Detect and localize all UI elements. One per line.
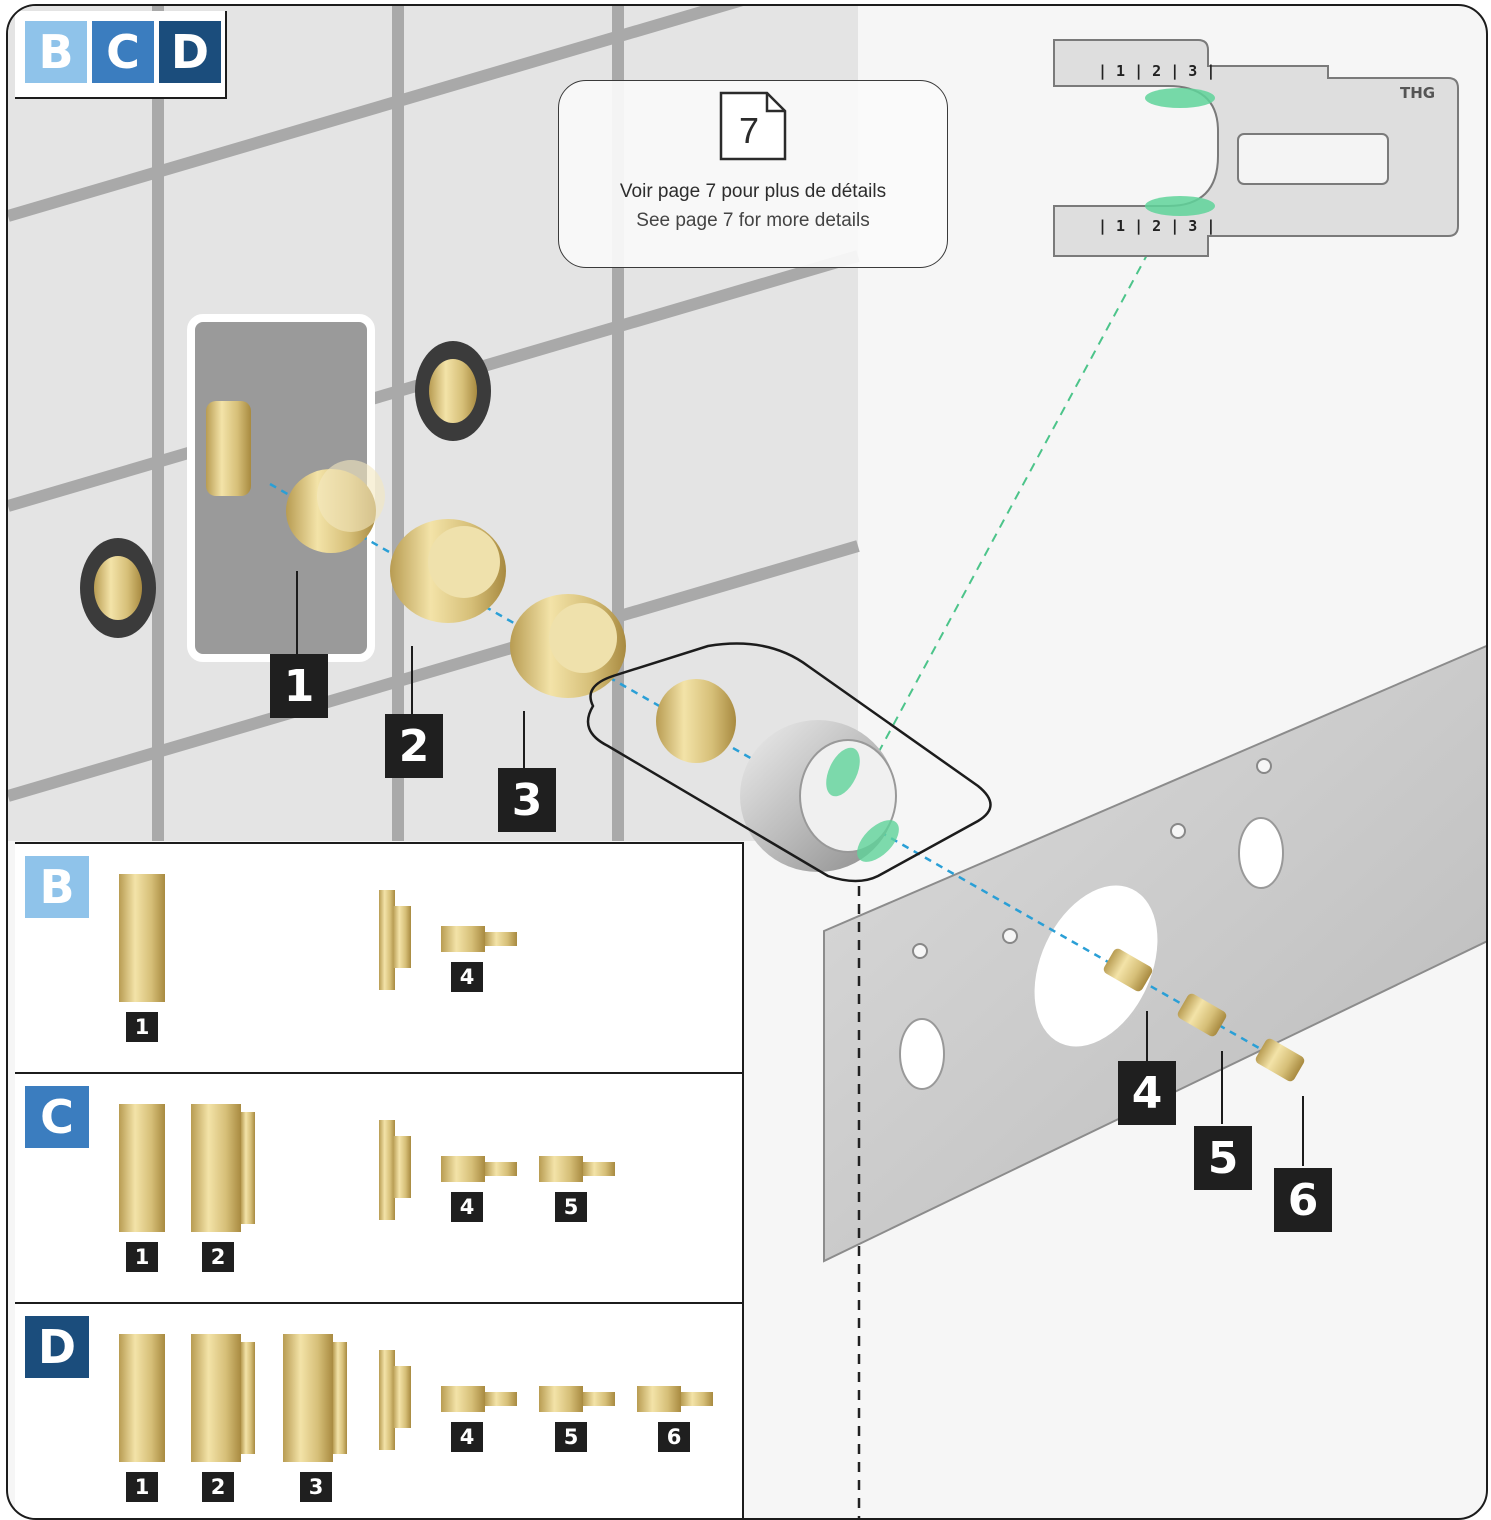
- gauge-scale-bottom: | 1 | 2 | 3 |: [1098, 217, 1215, 236]
- part-extension-5: [539, 1156, 583, 1182]
- part-flange: [379, 1350, 395, 1450]
- part-extension-5-stem: [583, 1392, 615, 1406]
- step-label-2: 2: [385, 714, 443, 778]
- panel-c-label-5: 5: [555, 1192, 587, 1222]
- ring-3: [510, 594, 626, 698]
- part-extension-6-stem: [681, 1392, 713, 1406]
- step-label-4: 4: [1118, 1061, 1176, 1125]
- part-flange-hub: [393, 906, 411, 968]
- panel-d-letter: D: [25, 1316, 89, 1378]
- part-ring-1: [119, 1334, 165, 1462]
- part-ring-2-thread: [241, 1342, 255, 1454]
- panel-c-letter: C: [25, 1086, 89, 1148]
- part-extension-5: [539, 1386, 583, 1412]
- variant-tabs: B C D: [15, 11, 227, 99]
- part-ring-1: [119, 874, 165, 1002]
- part-extension-5-stem: [583, 1162, 615, 1176]
- document-page-icon: 7: [719, 91, 787, 161]
- panel-d-label-4: 4: [451, 1422, 483, 1452]
- gauge-scale-top: | 1 | 2 | 3 |: [1098, 62, 1215, 81]
- panel-b-parts: [119, 874, 517, 1002]
- callout-text-en: See page 7 for more details: [636, 210, 870, 231]
- extension-6: [1255, 1038, 1305, 1082]
- panel-c-label-4: 4: [451, 1192, 483, 1222]
- gauge-alignment-line: [862, 215, 1169, 782]
- part-extension-4: [441, 1156, 485, 1182]
- tab-c: C: [92, 21, 154, 83]
- page-reference-callout: 7 Voir page 7 pour plus de détails See p…: [558, 80, 948, 268]
- part-ring-2: [191, 1334, 241, 1462]
- part-extension-4-stem: [485, 1162, 517, 1176]
- ring-1: [286, 460, 385, 553]
- part-ring-1: [119, 1104, 165, 1232]
- panel-c-parts: [119, 1104, 615, 1232]
- panel-variant-c: C 1 2 4 5: [15, 1072, 744, 1304]
- flange-nut: [656, 679, 736, 763]
- panel-d-label-2: 2: [202, 1472, 234, 1502]
- panel-c-label-2: 2: [202, 1242, 234, 1272]
- part-extension-4: [441, 1386, 485, 1412]
- diagram-frame: | 1 | 2 | 3 | | 1 | 2 | 3 | THG B C D 7 …: [6, 4, 1488, 1520]
- step-label-5: 5: [1194, 1126, 1252, 1190]
- part-ring-2-thread: [241, 1112, 255, 1224]
- step-label-6: 6: [1274, 1168, 1332, 1232]
- panel-c-label-1: 1: [126, 1242, 158, 1272]
- panel-d-label-5: 5: [555, 1422, 587, 1452]
- part-flange-hub: [393, 1136, 411, 1198]
- panel-d-parts: [119, 1334, 713, 1462]
- tab-b: B: [25, 21, 87, 83]
- part-ring-3: [283, 1334, 333, 1462]
- panel-variant-d: D 1 2 3 4 5 6: [15, 1302, 744, 1518]
- step-label-1: 1: [270, 654, 328, 718]
- panel-b-letter: B: [25, 856, 89, 918]
- part-ring-2: [191, 1104, 241, 1232]
- step-label-3: 3: [498, 768, 556, 832]
- part-extension-4-stem: [485, 932, 517, 946]
- part-extension-4: [441, 926, 485, 952]
- panel-b-label-1: 1: [126, 1012, 158, 1042]
- callout-text-fr: Voir page 7 pour plus de détails: [619, 181, 887, 202]
- part-ring-3-thread: [333, 1342, 347, 1454]
- extension-5: [1177, 993, 1227, 1037]
- tab-d: D: [159, 21, 221, 83]
- chrome-sleeve: [740, 720, 899, 872]
- panel-b-label-4: 4: [451, 962, 483, 992]
- sleeve-highlight-outline: [586, 642, 992, 883]
- gauge-tool: | 1 | 2 | 3 | | 1 | 2 | 3 | THG: [1053, 39, 1459, 257]
- part-flange: [379, 890, 395, 990]
- panel-d-label-1: 1: [126, 1472, 158, 1502]
- part-flange: [379, 1120, 395, 1220]
- ring-2: [390, 519, 506, 623]
- extension-4: [1103, 948, 1153, 992]
- part-extension-4-stem: [485, 1392, 517, 1406]
- gauge-brand: THG: [1400, 84, 1435, 102]
- page-number: 7: [739, 110, 759, 151]
- mounting-plate: [823, 645, 1486, 1263]
- part-extension-6: [637, 1386, 681, 1412]
- panel-d-label-6: 6: [658, 1422, 690, 1452]
- panel-d-label-3: 3: [300, 1472, 332, 1502]
- panel-variant-b: B 1 4: [15, 842, 744, 1074]
- part-flange-hub: [393, 1366, 411, 1428]
